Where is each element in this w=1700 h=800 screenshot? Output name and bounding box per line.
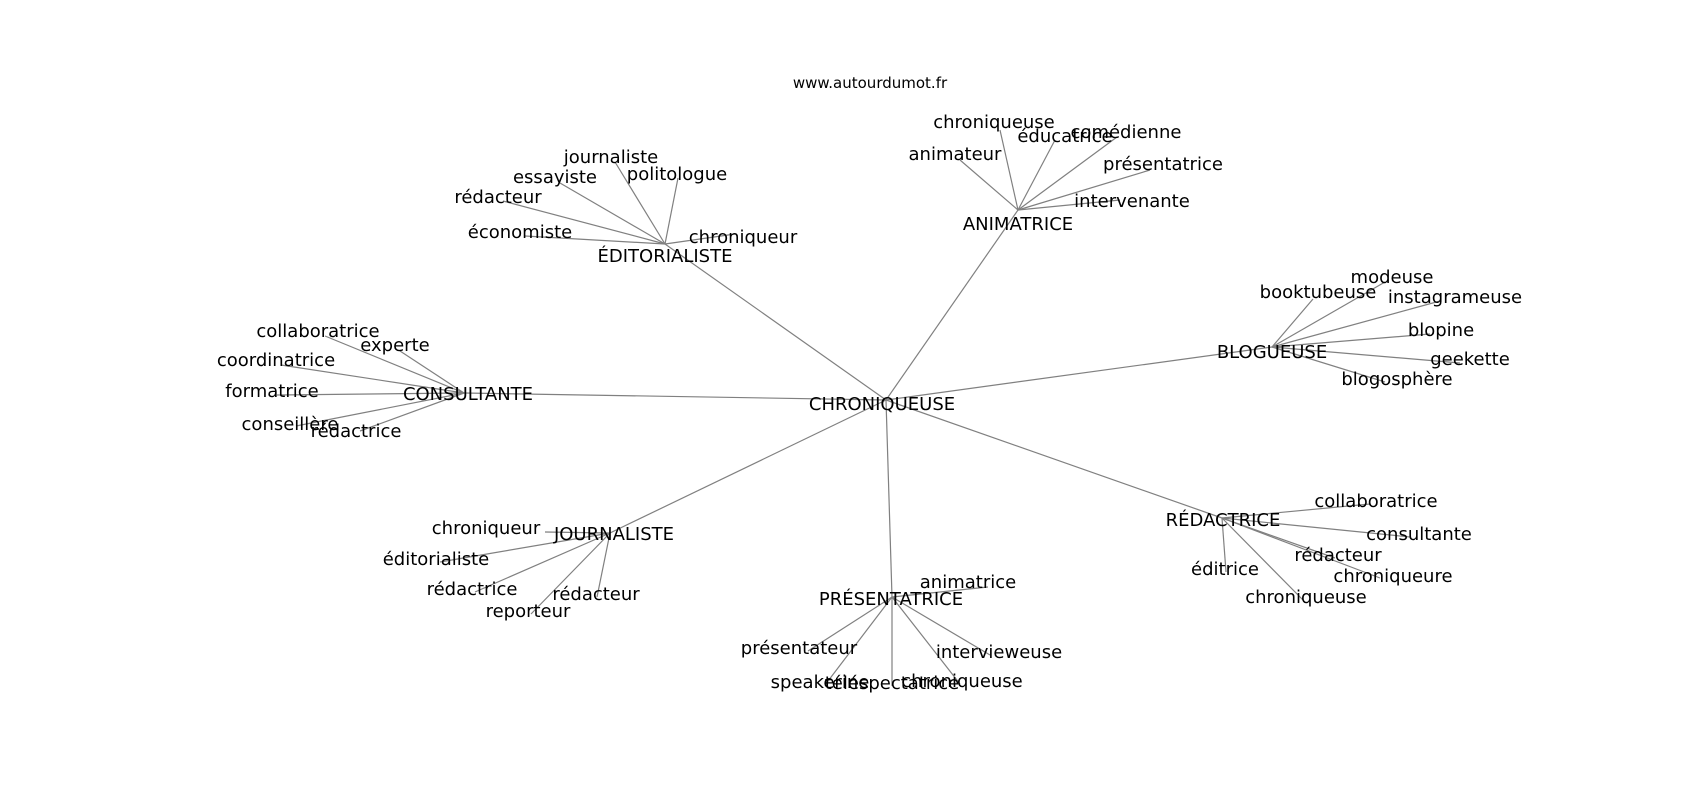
hub-word: BLOGUEUSE [1217,342,1327,363]
leaf-word: intervenante [1074,191,1190,212]
leaf-word: experte [360,335,429,356]
leaf-word: chroniqueuse [1245,587,1367,608]
site-credit: www.autourdumot.fr [793,74,948,92]
hub-word: PRÉSENTATRICE [819,588,963,610]
leaf-edge [1271,346,1386,383]
hub-word: ÉDITORIALISTE [598,245,733,267]
hub-word: JOURNALISTE [553,524,674,545]
leaf-word: chroniqueuse [933,112,1055,133]
leaf-edge [807,596,893,652]
leaf-word: éditrice [1191,559,1259,580]
center-edge [664,243,887,401]
leaf-edge [824,596,893,686]
leaf-edge [1017,136,1118,211]
edge-layer [276,129,1461,686]
center-edge [885,346,1273,401]
label-layer: ANIMATRICEchroniqueuseéducatricecomédien… [217,112,1522,694]
leaf-edge [474,532,611,593]
leaf-edge [891,586,989,598]
leaf-word: speakerine [771,672,870,693]
leaf-word: présentateur [741,638,858,659]
hub-word: CONSULTANTE [403,384,533,405]
leaf-word: économiste [468,222,572,243]
leaf-edge [280,364,465,394]
leaf-word: présentatrice [1103,154,1223,175]
leaf-edge [999,129,1019,211]
leaf-edge [1221,517,1227,573]
leaf-edge [1017,139,1056,211]
center-edge [885,399,1223,519]
leaf-word: chroniqueur [432,518,541,539]
leaf-word: journaliste [563,147,658,168]
leaf-edge [1221,517,1381,579]
leaf-word: rédactrice [427,579,518,600]
leaf-word: booktubeuse [1260,282,1377,303]
leaf-word: collaboratrice [256,321,379,342]
leaf-word: rédacteur [1294,545,1382,566]
hub-word: RÉDACTRICE [1166,509,1281,531]
center-word: CHRONIQUEUSE [809,394,955,415]
leaf-edge [530,532,611,615]
leaf-word: essayiste [513,167,597,188]
leaf-edge [439,532,611,563]
leaf-edge [1271,281,1386,348]
leaf-edge [1271,300,1441,348]
leaf-edge [1271,298,1314,348]
hub-word: ANIMATRICE [963,214,1073,235]
leaf-edge [559,182,666,245]
leaf-edge [1017,169,1151,211]
leaf-word: blopine [1408,320,1474,341]
leaf-edge [359,392,465,432]
leaf-word: intervieweuse [936,642,1062,663]
leaf-word: geekette [1430,349,1510,370]
leaf-edge [502,200,666,245]
leaf-edge [664,177,679,245]
center-edge [609,399,887,534]
leaf-edge [524,235,666,245]
leaf-edge [614,161,666,245]
leaf-edge [664,233,736,245]
leaf-edge [276,392,465,396]
leaf-word: rédacteur [552,584,640,605]
leaf-word: chroniqueure [1333,566,1452,587]
leaf-word: modeuse [1351,267,1434,288]
leaf-word: animateur [909,144,1003,165]
leaf-edge [324,335,465,394]
leaf-edge [1271,346,1461,364]
center-edge [885,209,1019,401]
center-edge [463,392,887,401]
leaf-word: comédienne [1071,122,1182,143]
leaf-word: éducatrice [1017,126,1112,147]
leaf-word: politologue [627,164,727,185]
leaf-edge [1017,199,1121,211]
leaf-word: téléspectatrice [825,673,960,694]
leaf-word: blogosphère [1341,369,1452,390]
leaf-edge [1221,517,1411,538]
leaf-word: formatrice [225,381,318,402]
leaf-edge [959,159,1019,211]
leaf-edge [1271,333,1431,348]
leaf-word: éditorialiste [383,549,490,570]
leaf-word: consultante [1366,524,1472,545]
leaf-edge [1221,517,1304,601]
leaf-edge [891,596,991,656]
leaf-word: chroniqueuse [901,671,1023,692]
leaf-edge [295,392,465,427]
leaf-word: instagrameuse [1388,287,1522,308]
leaf-word: coordinatrice [217,350,335,371]
leaf-word: rédactrice [311,421,402,442]
leaf-edge [1221,503,1371,519]
leaf-edge [891,596,961,685]
leaf-word: animatrice [920,572,1016,593]
leaf-word: reporteur [486,601,571,622]
leaf-word: conseillère [242,414,339,435]
leaf-edge [399,350,465,394]
leaf-word: rédacteur [454,187,542,208]
center-edge [885,399,893,598]
leaf-word: collaboratrice [1314,491,1437,512]
leaf-word: chroniqueur [689,227,798,248]
leaf-edge [596,532,611,598]
leaf-edge [544,531,611,534]
